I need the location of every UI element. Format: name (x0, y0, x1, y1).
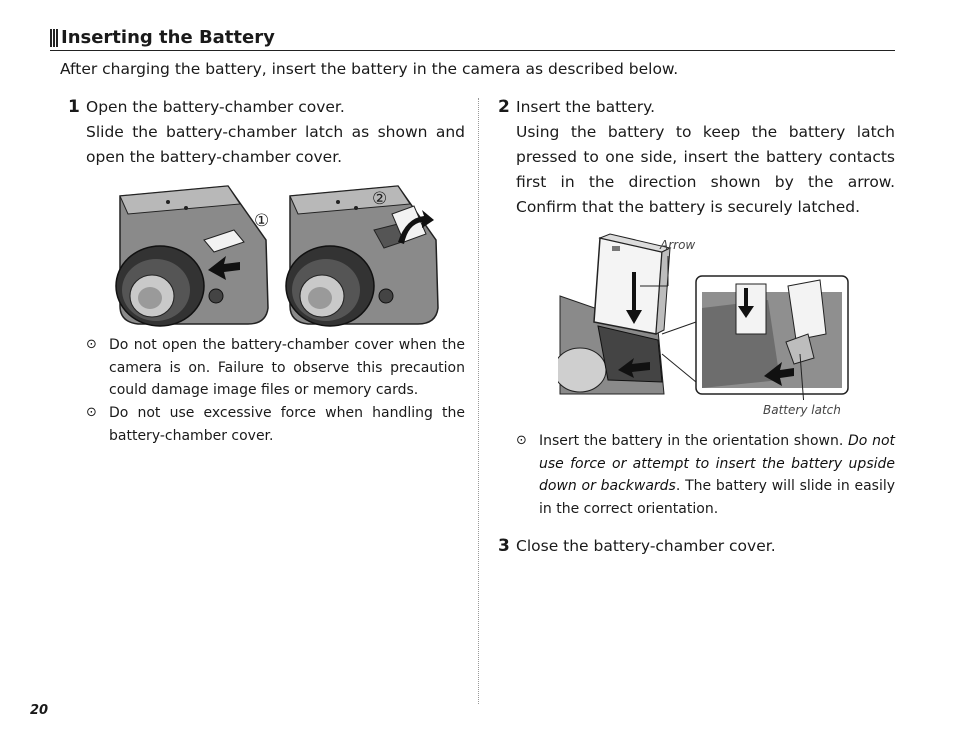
camera-1-drawing (115, 185, 269, 327)
step-1-note-2: ⊙ Do not use excessive force when handli… (86, 402, 465, 448)
page-number: 20 (30, 703, 49, 718)
step-1-note-1: ⊙ Do not open the battery-chamber cover … (86, 334, 465, 404)
section-header: Inserting the Battery (50, 26, 895, 51)
step-2-body: Using the battery to keep the battery la… (516, 123, 895, 216)
column-divider (478, 98, 479, 704)
step-2-note: ⊙ Insert the battery in the orientation … (516, 430, 895, 522)
arrow-caption: Arrow (660, 238, 696, 252)
step-1-number: 1 (68, 97, 80, 117)
intro-text: After charging the battery, insert the b… (60, 60, 679, 78)
step-1-title: Open the battery-chamber cover. (86, 98, 345, 116)
battery-latch-caption: Battery latch (763, 403, 841, 417)
header-marker (50, 29, 58, 47)
step-1-body: Slide the battery-chamber latch as shown… (86, 123, 465, 166)
callout-1: ① (254, 211, 269, 231)
step-3-number: 3 (498, 536, 510, 556)
callout-2: ② (372, 189, 387, 209)
caution-icon: ⊙ (516, 433, 527, 448)
camera-2-drawing (285, 185, 439, 327)
step-3-title: Close the battery-chamber cover. (516, 537, 776, 555)
caution-icon: ⊙ (86, 405, 97, 420)
caution-icon: ⊙ (86, 337, 97, 352)
step-2-title: Insert the battery. (516, 98, 656, 116)
step-2-number: 2 (498, 97, 510, 117)
battery-insert-illustration (558, 233, 849, 400)
section-title: Inserting the Battery (61, 27, 275, 48)
camera-open-cover-illustration: ① ② (115, 185, 439, 327)
